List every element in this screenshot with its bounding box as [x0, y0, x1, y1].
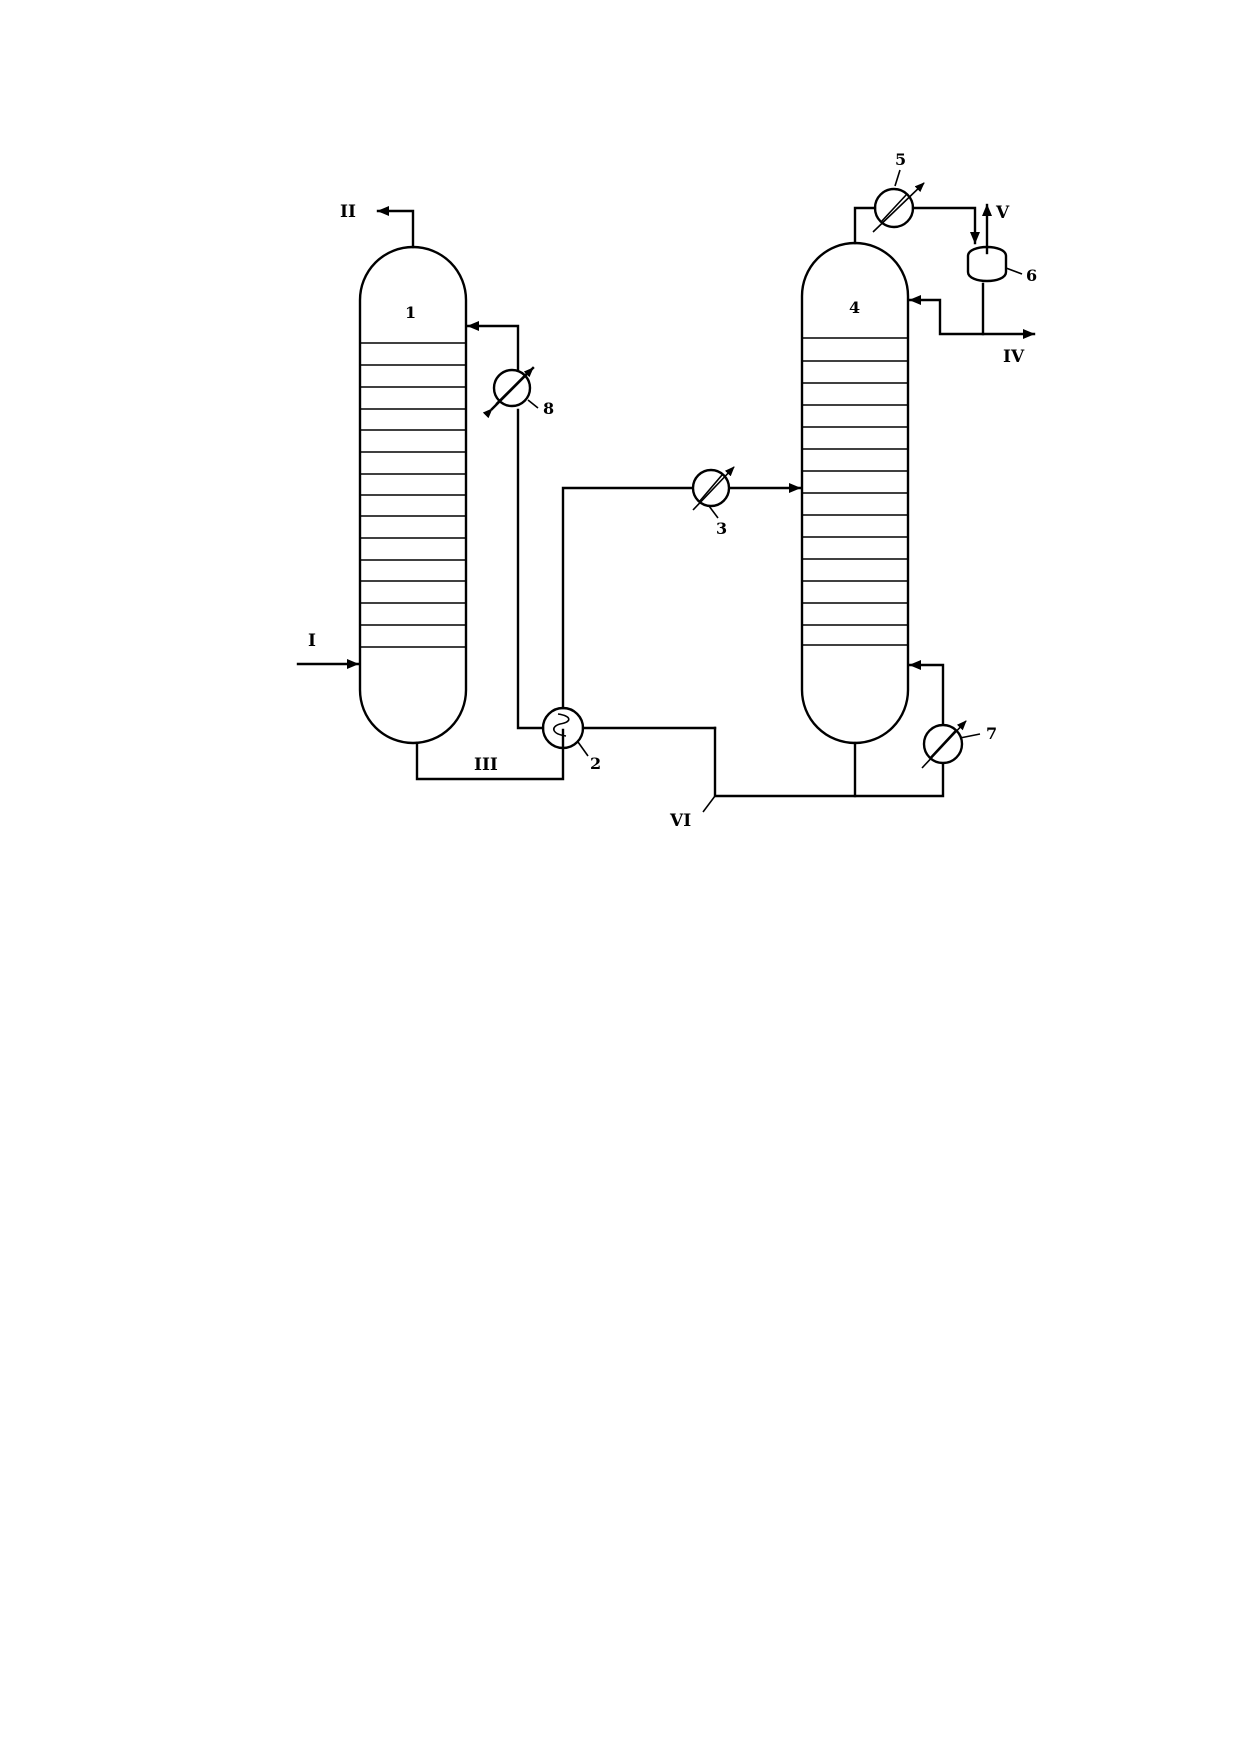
heat-exchanger-2: 2 [541, 706, 601, 773]
column-1: 1 [358, 245, 468, 745]
recycle-line-to-column-1 [466, 321, 545, 730]
stream-vi-label: VI [669, 811, 691, 831]
stream-iii-label: III [474, 755, 498, 775]
heater-3: 3 [691, 466, 735, 538]
cooler-8-label: 8 [543, 399, 554, 418]
drum-6: 6 [966, 245, 1037, 285]
column-1-label: 1 [405, 303, 416, 322]
reflux-and-product-line: IV [908, 282, 1036, 367]
condenser-5-label: 5 [895, 150, 906, 169]
stream-i-label: I [308, 631, 316, 651]
stream-iv-label: IV [1003, 347, 1025, 367]
column-4: 4 [800, 241, 910, 745]
stream-v-line: V [982, 203, 1010, 255]
reboiler-7: 7 [921, 720, 997, 769]
stream-v-label: V [995, 203, 1010, 223]
cooler-8: 8 [482, 366, 554, 419]
overhead-line [853, 206, 980, 245]
reboiler-7-label: 7 [986, 724, 997, 743]
column-4-bottoms-line: VI [581, 660, 945, 831]
heater-3-label: 3 [716, 519, 727, 538]
stream-i-line: I [296, 631, 360, 669]
stream-iii-line: III [415, 728, 565, 781]
drum-6-label: 6 [1026, 266, 1037, 285]
column-4-trays [802, 337, 908, 646]
stream-ii-label: II [340, 202, 356, 222]
column-4-label: 4 [849, 298, 860, 317]
condenser-5: 5 [872, 150, 925, 233]
heat-exchanger-2-label: 2 [590, 754, 601, 773]
column-1-trays [360, 342, 466, 648]
feed-line-to-column-4 [561, 483, 802, 710]
stream-ii-line: II [340, 202, 415, 249]
